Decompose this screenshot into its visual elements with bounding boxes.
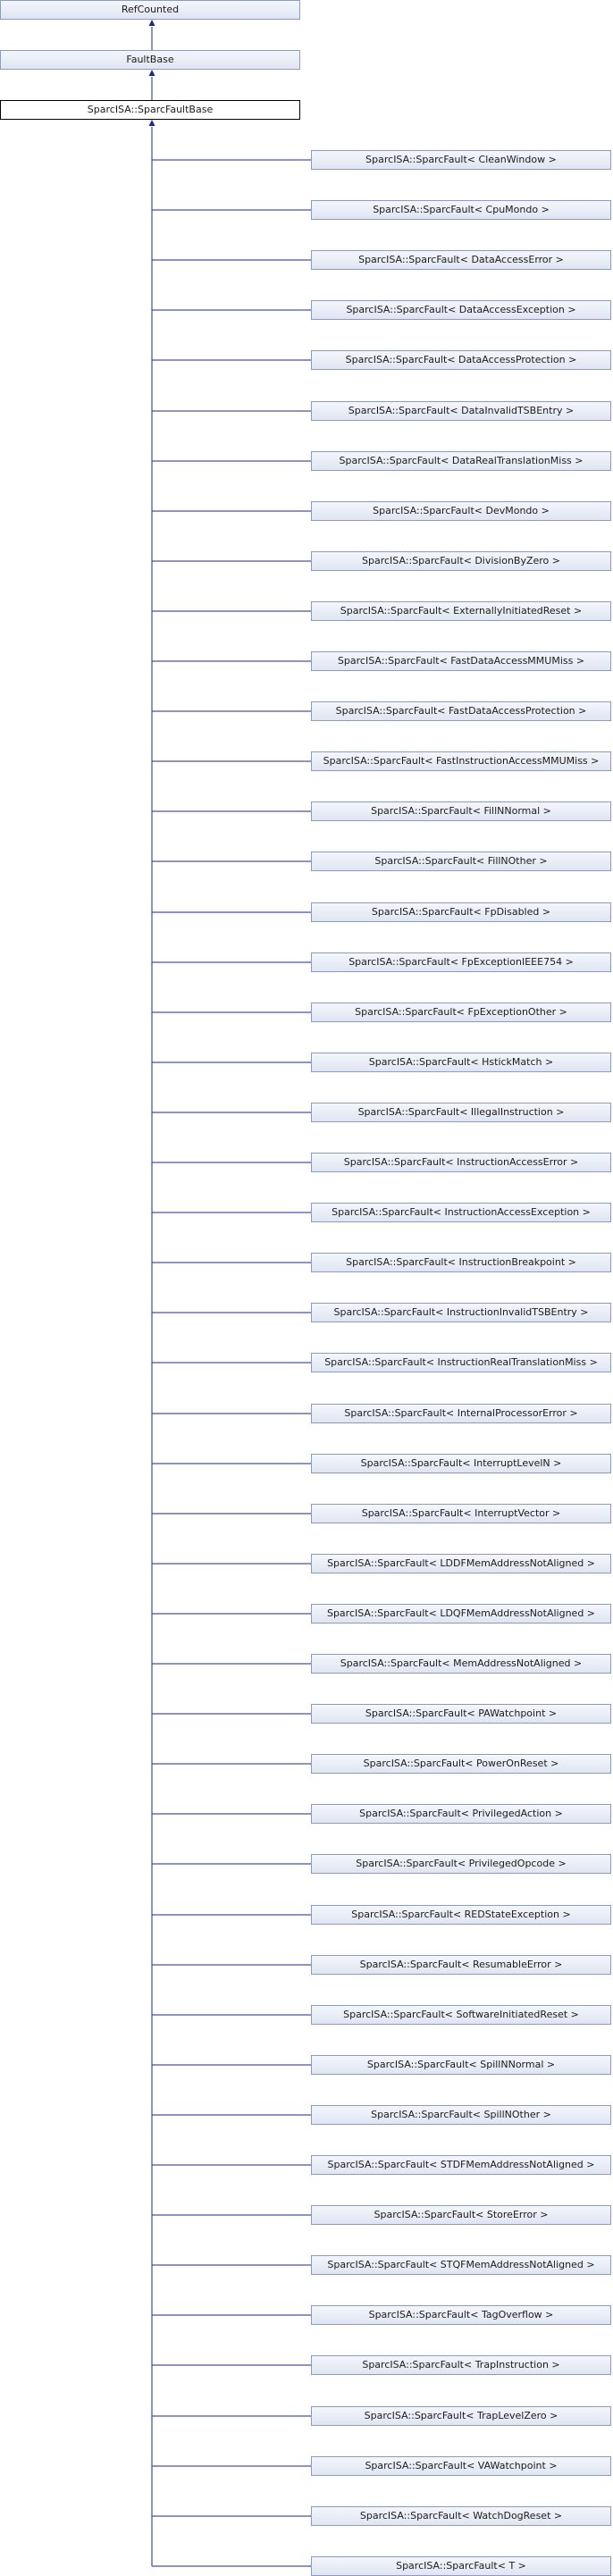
class-node-sparcfault-child[interactable]: SparcISA::SparcFault< REDStateException … xyxy=(311,1905,611,1925)
class-node-sparcfault-child[interactable]: SparcISA::SparcFault< FastDataAccessMMUM… xyxy=(311,651,611,671)
class-node-sparcfault-child[interactable]: SparcISA::SparcFault< FillNOther > xyxy=(311,852,611,871)
class-node-sparcfault-child[interactable]: SparcISA::SparcFault< FastInstructionAcc… xyxy=(311,751,611,771)
class-node-sparcfault-child[interactable]: SparcISA::SparcFault< InterruptVector > xyxy=(311,1504,611,1523)
class-node-sparcfault-child[interactable]: SparcISA::SparcFault< SpillNNormal > xyxy=(311,2055,611,2075)
class-node-sparcfault-child[interactable]: SparcISA::SparcFault< DataAccessExceptio… xyxy=(311,300,611,320)
class-node-sparcfault-child[interactable]: SparcISA::SparcFault< InstructionAccessE… xyxy=(311,1203,611,1222)
class-node-faultbase[interactable]: FaultBase xyxy=(0,50,300,70)
class-node-sparcfault-child[interactable]: SparcISA::SparcFault< CleanWindow > xyxy=(311,150,611,170)
class-node-sparcfault-child[interactable]: SparcISA::SparcFault< SoftwareInitiatedR… xyxy=(311,2005,611,2025)
class-node-sparcfault-child[interactable]: SparcISA::SparcFault< HstickMatch > xyxy=(311,1053,611,1072)
class-node-sparcfault-child[interactable]: SparcISA::SparcFault< PowerOnReset > xyxy=(311,1754,611,1774)
class-node-sparcfault-child[interactable]: SparcISA::SparcFault< PAWatchpoint > xyxy=(311,1704,611,1724)
class-node-sparcfault-child[interactable]: SparcISA::SparcFault< STQFMemAddressNotA… xyxy=(311,2255,611,2275)
class-node-sparcfault-child[interactable]: SparcISA::SparcFault< DataRealTranslatio… xyxy=(311,451,611,471)
arrowhead-refcounted xyxy=(148,20,155,26)
class-node-sparcfault-child[interactable]: SparcISA::SparcFault< StoreError > xyxy=(311,2205,611,2225)
class-node-sparcfault-child[interactable]: SparcISA::SparcFault< TrapInstruction > xyxy=(311,2355,611,2375)
arrowhead-sparcfaultbase xyxy=(148,120,155,126)
class-node-sparcfault-child[interactable]: SparcISA::SparcFault< FillNNormal > xyxy=(311,801,611,821)
class-node-sparcfault-child[interactable]: SparcISA::SparcFault< DataInvalidTSBEntr… xyxy=(311,401,611,421)
class-node-refcounted[interactable]: RefCounted xyxy=(0,0,300,20)
class-node-sparcfault-child[interactable]: SparcISA::SparcFault< FpExceptionOther > xyxy=(311,1003,611,1022)
class-node-sparcfault-child[interactable]: SparcISA::SparcFault< TagOverflow > xyxy=(311,2305,611,2325)
class-node-sparcfault-child[interactable]: SparcISA::SparcFault< ResumableError > xyxy=(311,1955,611,1975)
arrowhead-faultbase xyxy=(148,70,155,76)
class-node-sparcfault-child[interactable]: SparcISA::SparcFault< FpExceptionIEEE754… xyxy=(311,952,611,972)
class-node-sparcfault-child[interactable]: SparcISA::SparcFault< PrivilegedOpcode > xyxy=(311,1854,611,1874)
class-node-sparcfault-child[interactable]: SparcISA::SparcFault< IllegalInstruction… xyxy=(311,1103,611,1122)
class-node-sparcfault-child[interactable]: SparcISA::SparcFault< VAWatchpoint > xyxy=(311,2456,611,2476)
class-node-sparcfault-child[interactable]: SparcISA::SparcFault< FastDataAccessProt… xyxy=(311,701,611,721)
class-node-sparcfault-child[interactable]: SparcISA::SparcFault< TrapLevelZero > xyxy=(311,2406,611,2426)
class-node-sparcfault-child[interactable]: SparcISA::SparcFault< PrivilegedAction > xyxy=(311,1804,611,1824)
class-node-sparcfault-child[interactable]: SparcISA::SparcFault< MemAddressNotAlign… xyxy=(311,1654,611,1674)
class-node-sparcfault-child[interactable]: SparcISA::SparcFault< DataAccessError > xyxy=(311,250,611,270)
class-node-sparcfault-child[interactable]: SparcISA::SparcFault< InterruptLevelN > xyxy=(311,1454,611,1473)
class-node-sparcfault-child[interactable]: SparcISA::SparcFault< InstructionBreakpo… xyxy=(311,1253,611,1272)
class-node-sparcfault-child[interactable]: SparcISA::SparcFault< DataAccessProtecti… xyxy=(311,350,611,370)
class-node-sparcfault-child[interactable]: SparcISA::SparcFault< ExternallyInitiate… xyxy=(311,601,611,621)
class-node-sparcfault-child[interactable]: SparcISA::SparcFault< InstructionRealTra… xyxy=(311,1353,611,1372)
class-node-sparcfault-child[interactable]: SparcISA::SparcFault< WatchDogReset > xyxy=(311,2506,611,2526)
class-node-sparcfault-child[interactable]: SparcISA::SparcFault< InstructionInvalid… xyxy=(311,1303,611,1322)
class-node-sparcfault-child[interactable]: SparcISA::SparcFault< DevMondo > xyxy=(311,501,611,521)
class-node-sparcfault-child[interactable]: SparcISA::SparcFault< InternalProcessorE… xyxy=(311,1404,611,1423)
class-node-sparcfault-child[interactable]: SparcISA::SparcFault< SpillNOther > xyxy=(311,2105,611,2125)
class-node-sparcfault-child[interactable]: SparcISA::SparcFault< LDDFMemAddressNotA… xyxy=(311,1554,611,1573)
class-node-sparcfault-child[interactable]: SparcISA::SparcFault< CpuMondo > xyxy=(311,200,611,220)
class-node-sparcfault-child[interactable]: SparcISA::SparcFault< LDQFMemAddressNotA… xyxy=(311,1604,611,1624)
class-node-sparcfault-child[interactable]: SparcISA::SparcFault< InstructionAccessE… xyxy=(311,1153,611,1172)
class-node-sparcfaultbase[interactable]: SparcISA::SparcFaultBase xyxy=(0,100,300,120)
class-node-sparcfault-child[interactable]: SparcISA::SparcFault< DivisionByZero > xyxy=(311,551,611,571)
class-node-sparcfault-child[interactable]: SparcISA::SparcFault< FpDisabled > xyxy=(311,902,611,922)
class-node-sparcfault-child[interactable]: SparcISA::SparcFault< STDFMemAddressNotA… xyxy=(311,2155,611,2175)
